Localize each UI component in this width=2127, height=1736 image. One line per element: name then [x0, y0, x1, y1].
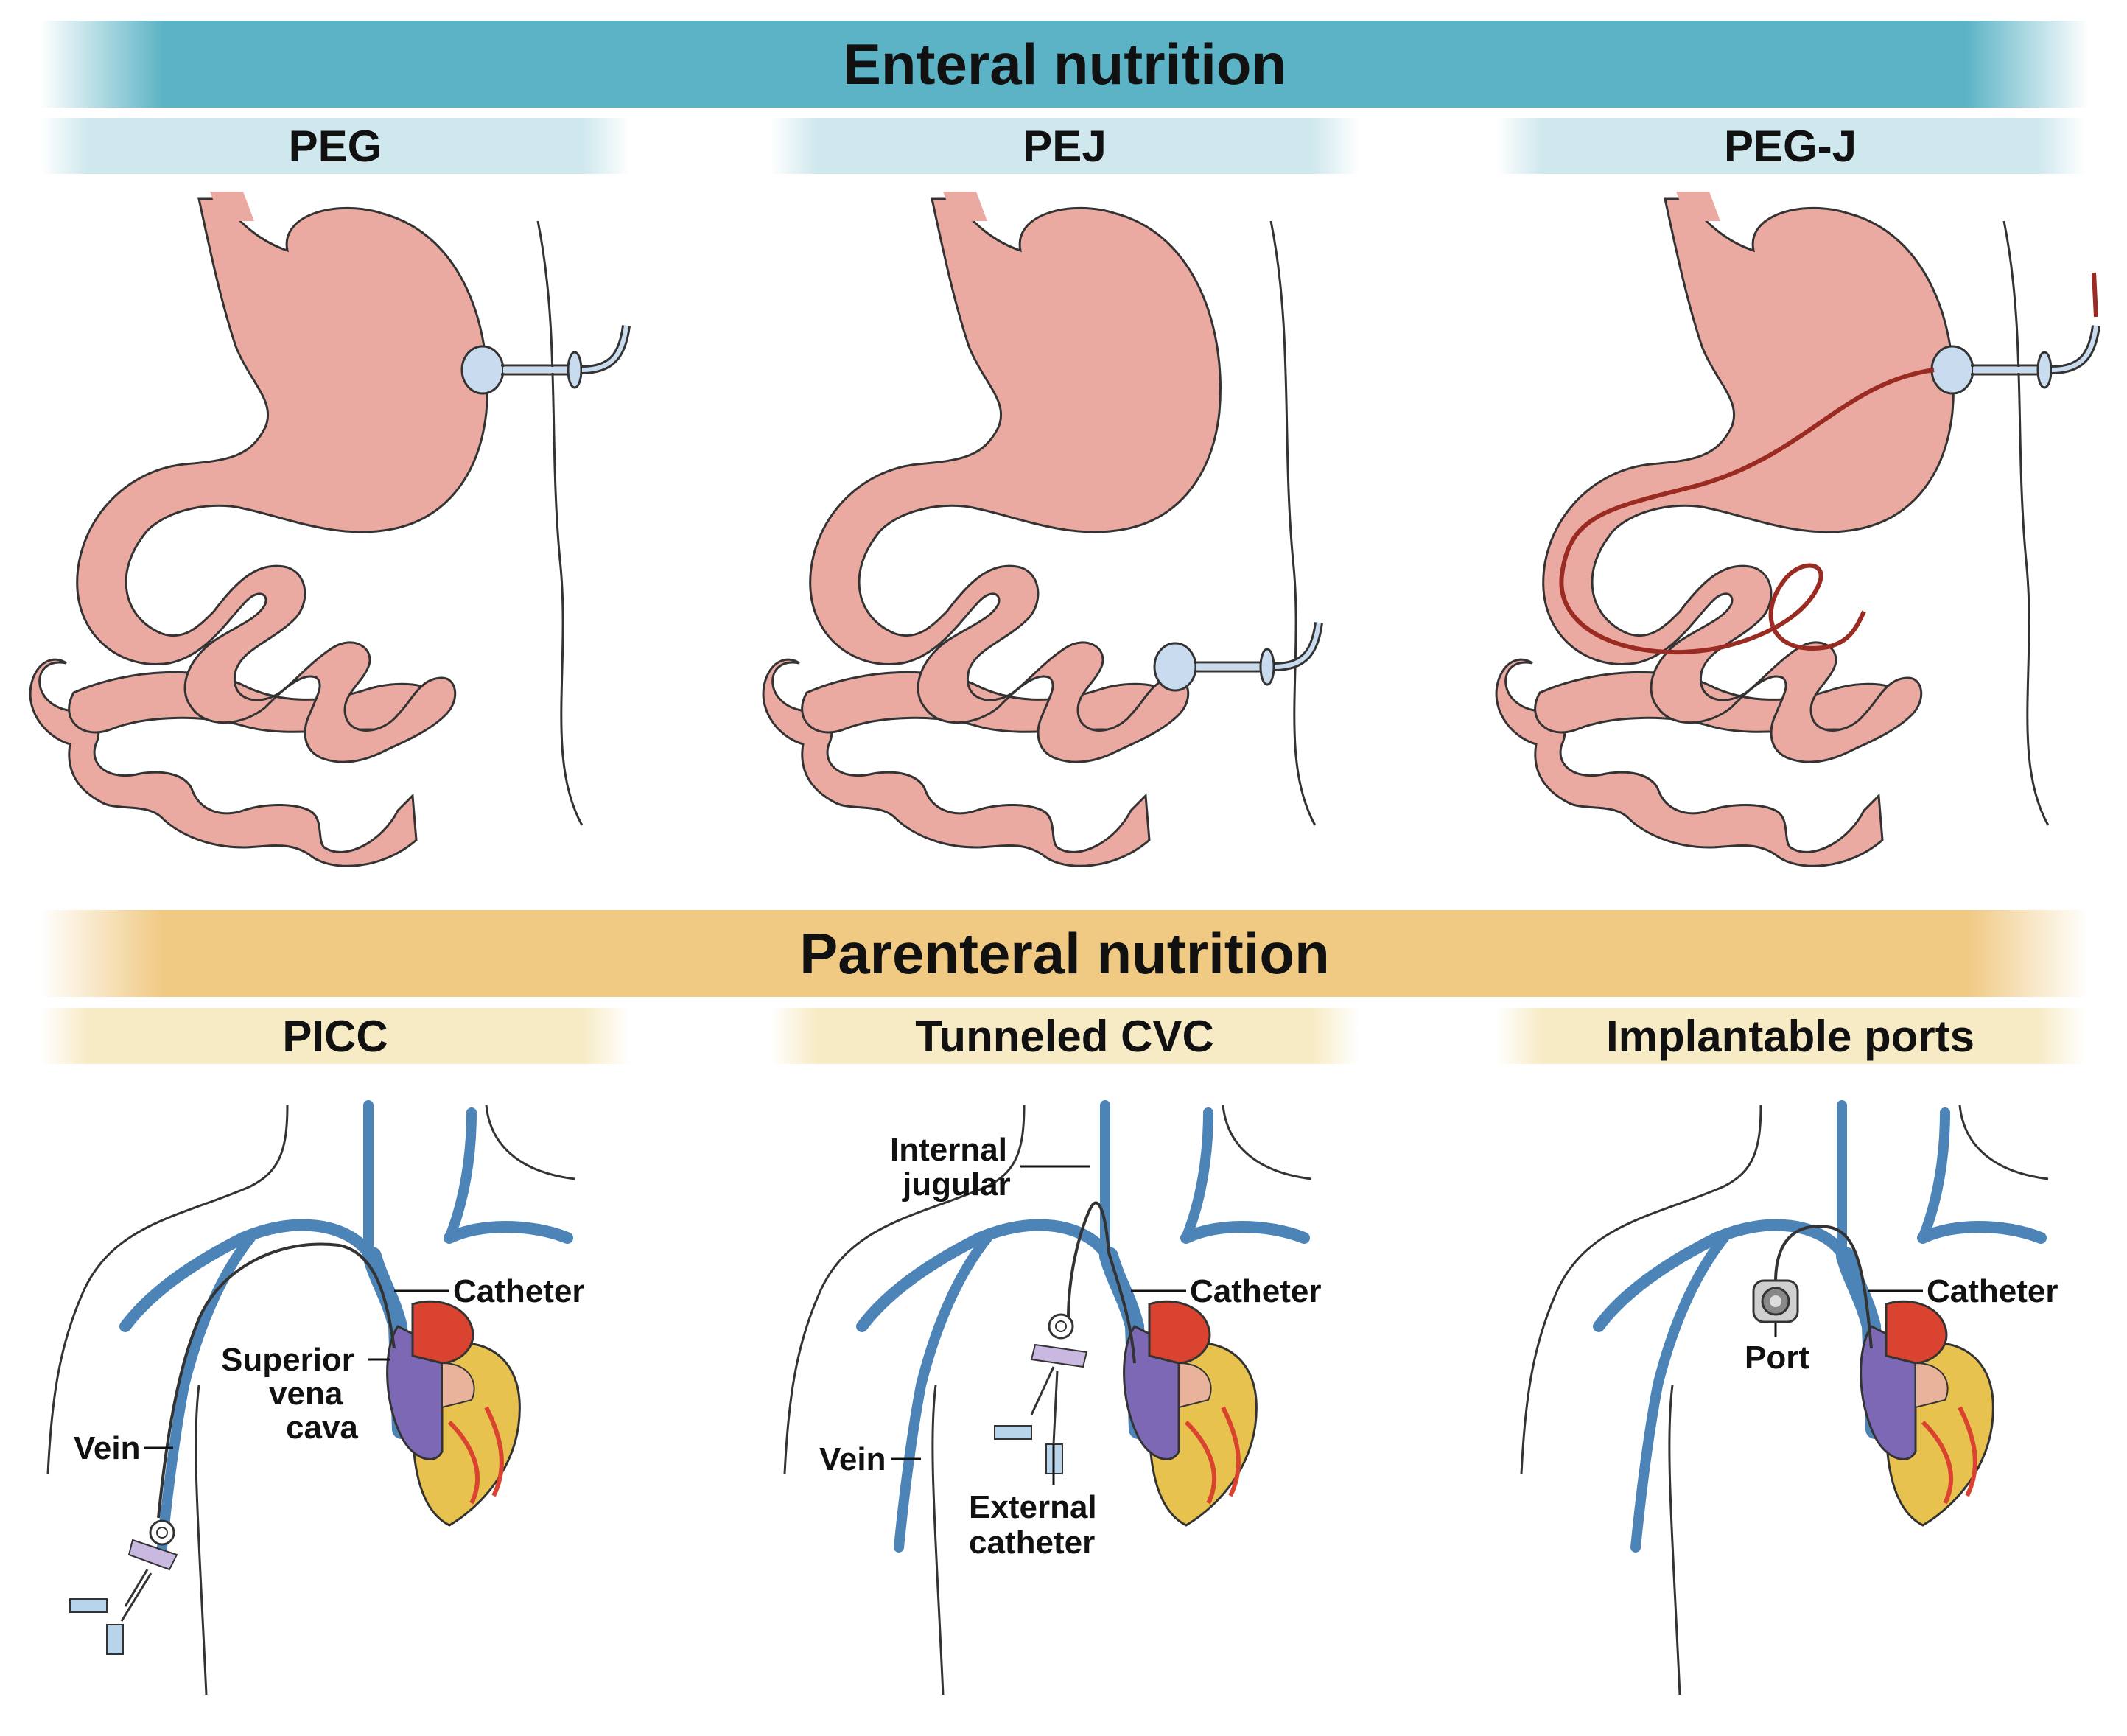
label-superior: Superior — [221, 1342, 354, 1378]
picc-catheter-line — [157, 1242, 396, 1519]
tunneled-cvc-illustration — [785, 1105, 1311, 1695]
label-catheter: Catheter — [453, 1273, 585, 1309]
panel-title-implantable-ports: Implantable ports — [1496, 1008, 2085, 1064]
peg-illustration — [29, 190, 626, 867]
label-jugular: jugular — [902, 1166, 1011, 1203]
panel-title-picc: PICC — [41, 1008, 630, 1064]
panel-title-peg: PEG — [41, 118, 630, 174]
label-external-catheter: catheter — [969, 1525, 1095, 1561]
label-vein-cvc: Vein — [819, 1441, 886, 1477]
tunneled-cvc-labels: Internal jugular Catheter Vein External … — [819, 1132, 1322, 1561]
implantable-port-illustration — [1521, 1105, 2048, 1695]
jejunal-extension-tube — [1559, 368, 1935, 655]
label-port: Port — [1745, 1340, 1809, 1376]
panel-title-tunneled-cvc: Tunneled CVC — [770, 1008, 1359, 1064]
label-internal: Internal — [890, 1132, 1007, 1168]
picc-labels: Catheter Superior vena cava Vein — [74, 1273, 585, 1466]
pej-illustration — [762, 190, 1319, 867]
label-catheter-cvc: Catheter — [1190, 1273, 1322, 1309]
label-vein: Vein — [74, 1430, 141, 1466]
implantable-port-labels: Catheter Port — [1745, 1273, 2058, 1376]
parenteral-nutrition-banner: Parenteral nutrition — [41, 910, 2089, 997]
panel-title-pej: PEJ — [770, 118, 1359, 174]
label-external: External — [969, 1489, 1097, 1525]
label-cava: cava — [286, 1410, 358, 1446]
panel-title-peg-j: PEG-J — [1496, 118, 2085, 174]
peg-j-illustration — [1495, 190, 2096, 867]
label-vena: vena — [269, 1376, 343, 1412]
cvc-catheter-line — [1067, 1201, 1136, 1364]
label-catheter-port: Catheter — [1927, 1273, 2058, 1309]
picc-illustration — [48, 1105, 575, 1695]
port-catheter-line — [1774, 1225, 1873, 1349]
enteral-nutrition-banner: Enteral nutrition — [41, 21, 2089, 108]
